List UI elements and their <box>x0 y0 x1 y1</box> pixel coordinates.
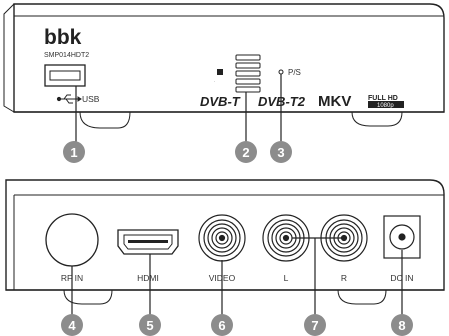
hdmi-port[interactable] <box>117 229 179 255</box>
usb-label: USB <box>82 94 100 104</box>
dvbt-logo: DVB-T <box>200 94 252 109</box>
svg-text:2: 2 <box>242 145 249 160</box>
mkv-logo: MKV <box>318 93 351 110</box>
svg-text:1080p: 1080p <box>377 103 394 109</box>
svg-text:3: 3 <box>277 145 284 160</box>
video-rca-port[interactable] <box>198 214 246 262</box>
svg-text:DVB-T: DVB-T <box>200 94 241 109</box>
callout-7: 7 <box>304 314 326 336</box>
dc-in-port[interactable] <box>383 215 421 259</box>
front-left-side <box>3 3 15 113</box>
rear-right-foot <box>337 289 387 305</box>
rear-leaders <box>71 237 403 316</box>
svg-text:8: 8 <box>398 318 405 333</box>
svg-text:FULL HD: FULL HD <box>368 95 398 102</box>
callout-3: 3 <box>270 141 292 163</box>
svg-text:6: 6 <box>218 318 225 333</box>
front-leaders <box>75 74 282 142</box>
power-standby-label: P/S <box>288 68 301 77</box>
power-standby-led <box>278 69 284 75</box>
front-right-foot <box>351 111 403 127</box>
callout-1: 1 <box>63 141 85 163</box>
callout-5: 5 <box>139 314 161 336</box>
brand-logo: bbk <box>44 26 82 49</box>
callout-6: 6 <box>211 314 233 336</box>
svg-text:7: 7 <box>311 318 318 333</box>
front-panel: bbk SMP014HDT2 USB IR P/S <box>3 3 445 129</box>
dvbt2-logo: DVB-T2 <box>258 94 306 109</box>
callout-4: 4 <box>61 314 83 336</box>
svg-text:5: 5 <box>146 318 153 333</box>
front-box-outline <box>13 3 445 113</box>
usb-icon <box>56 94 82 104</box>
model-number: SMP014HDT2 <box>44 52 89 59</box>
rear-panel: RF IN HDMI VIDEO L <box>5 179 445 305</box>
rear-left-foot <box>63 289 113 305</box>
ir-sensor-icon <box>217 69 223 75</box>
svg-text:1: 1 <box>70 145 77 160</box>
callout-2: 2 <box>235 141 257 163</box>
rf-in-port[interactable] <box>45 213 99 267</box>
audio-left-label: L <box>284 273 289 283</box>
front-vent-grille <box>235 54 261 93</box>
callout-8: 8 <box>391 314 413 336</box>
svg-text:DVB-T2: DVB-T2 <box>258 94 306 109</box>
audio-right-label: R <box>341 273 347 283</box>
ir-label: IR <box>214 81 215 83</box>
usb-port-inner <box>49 70 81 81</box>
front-left-foot <box>79 111 131 129</box>
svg-text:4: 4 <box>68 318 76 333</box>
hdmi-label: HDMI <box>137 273 159 283</box>
fullhd-logo: FULL HD 1080p <box>368 95 404 109</box>
